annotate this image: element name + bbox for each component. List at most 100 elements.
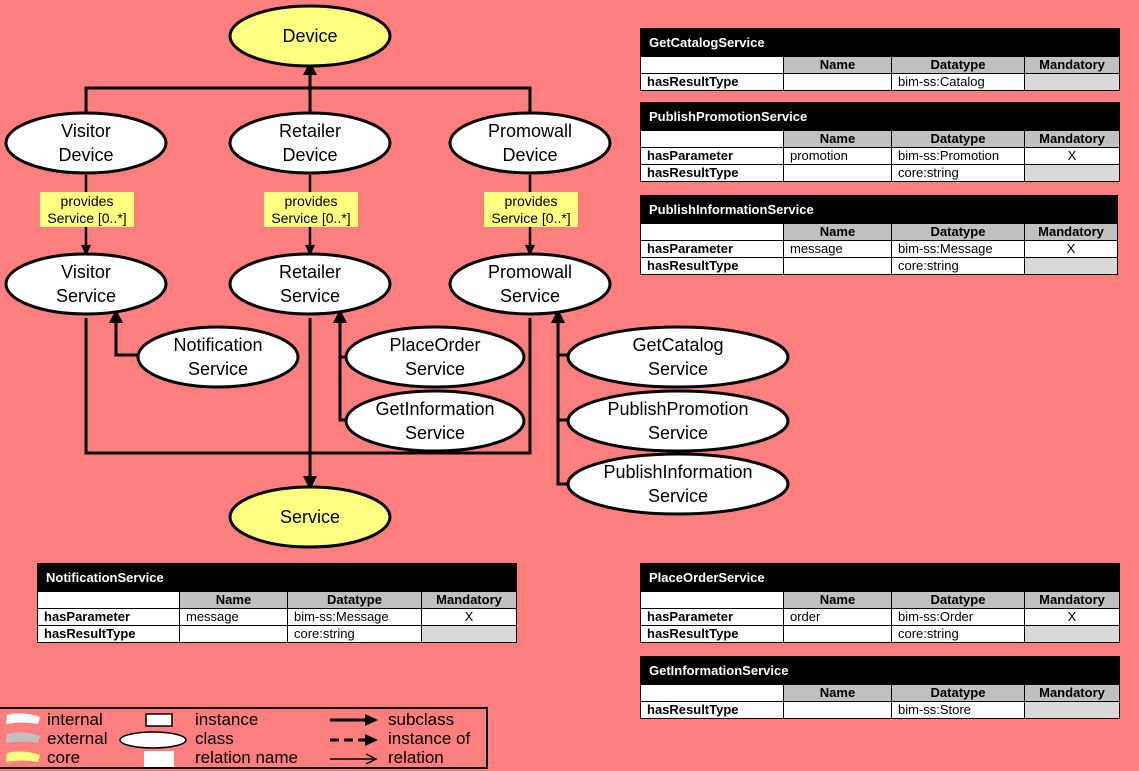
relation-label-line2: Service [0..*] <box>491 210 570 226</box>
cell-property: hasResultType <box>640 625 784 643</box>
cell-property: hasParameter <box>640 608 784 626</box>
node-label-line1: Retailer <box>279 121 341 141</box>
header-blank <box>640 684 784 702</box>
node-label-line2: Service <box>648 359 708 379</box>
header-datatype: Datatype <box>891 223 1025 241</box>
cell-name: message <box>179 608 288 626</box>
relation-label-line1: provides <box>61 193 114 209</box>
header-datatype: Datatype <box>891 130 1025 148</box>
cell-name <box>783 701 892 719</box>
table-title: PublishInformationService <box>639 195 1119 224</box>
node-label-line2: Service <box>648 423 708 443</box>
legend-internal-swatch <box>6 713 40 724</box>
cell-mandatory: X <box>1023 240 1119 258</box>
legend-relation-arrowhead <box>365 753 378 765</box>
node-label-line1: Visitor <box>61 121 111 141</box>
legend-core-swatch <box>6 751 40 762</box>
cell-name: promotion <box>783 147 892 165</box>
node-retailer-service[interactable]: Retailer Service <box>228 252 392 316</box>
cell-mandatory <box>1023 73 1121 91</box>
header-mandatory: Mandatory <box>1023 591 1121 609</box>
table-getcatalog-service: GetCatalogService Name Datatype Mandator… <box>639 28 1121 91</box>
cell-mandatory <box>1023 625 1121 643</box>
cell-datatype: core:string <box>891 257 1025 275</box>
node-label-line1: PublishPromotion <box>607 399 748 419</box>
cell-mandatory: X <box>1023 147 1121 165</box>
node-placeorder-service[interactable]: PlaceOrder Service <box>344 325 526 389</box>
table-title: GetInformationService <box>640 656 1120 685</box>
node-promowall-service[interactable]: Promowall Service <box>448 252 612 316</box>
legend-relation-name-swatch <box>144 751 174 767</box>
table-row: hasParameter order bim-ss:Order X <box>640 608 1121 626</box>
cell-property: hasParameter <box>37 608 180 626</box>
header-datatype: Datatype <box>287 591 422 609</box>
node-label-line2: Service <box>405 359 465 379</box>
header-blank <box>640 223 784 241</box>
cell-property: hasResultType <box>37 625 180 643</box>
header-name: Name <box>783 591 892 609</box>
legend-instance-of-label: instance of <box>388 729 471 748</box>
table-getinformation-service: GetInformationService Name Datatype Mand… <box>640 656 1120 719</box>
node-visitor-service[interactable]: Visitor Service <box>4 252 168 316</box>
node-label-line1: Promowall <box>488 121 572 141</box>
header-blank <box>640 591 784 609</box>
node-label-line2: Device <box>502 145 557 165</box>
relation-label-line1: provides <box>505 193 558 209</box>
relation-label-line1: provides <box>285 193 338 209</box>
cell-datatype: bim-ss:Message <box>891 240 1025 258</box>
table-title: GetCatalogService <box>639 28 1121 57</box>
cell-property: hasParameter <box>640 147 784 165</box>
header-datatype: Datatype <box>891 684 1025 702</box>
node-label: Service <box>280 507 340 527</box>
header-mandatory: Mandatory <box>1024 684 1120 702</box>
cell-name: message <box>783 240 892 258</box>
cell-datatype: core:string <box>891 625 1025 643</box>
cell-property: hasResultType <box>640 73 784 91</box>
legend-internal-label: internal <box>47 710 103 729</box>
node-getinformation-service[interactable]: GetInformation Service <box>344 389 526 453</box>
node-retailer-device[interactable]: Retailer Device <box>228 111 392 175</box>
header-mandatory: Mandatory <box>1023 130 1121 148</box>
table-row: hasParameter message bim-ss:Message X <box>37 608 518 626</box>
table-notification-service: NotificationService Name Datatype Mandat… <box>36 563 518 643</box>
node-label-line1: Promowall <box>488 262 572 282</box>
table-title: NotificationService <box>36 563 518 592</box>
node-visitor-device[interactable]: Visitor Device <box>4 111 168 175</box>
node-device[interactable]: Device <box>228 4 392 68</box>
legend-external-swatch <box>6 732 40 743</box>
legend-instance-swatch <box>145 713 173 727</box>
node-publishpromotion-service[interactable]: PublishPromotion Service <box>566 389 790 453</box>
table-row: hasResultType bim-ss:Store <box>640 701 1120 719</box>
service-subclass-edges <box>84 318 532 490</box>
table-publishpromotion-service: PublishPromotionService Name Datatype Ma… <box>639 102 1121 182</box>
legend-relation-label: relation <box>388 748 444 767</box>
node-label-line1: PublishInformation <box>603 462 752 482</box>
cell-mandatory <box>1024 701 1120 719</box>
relation-label-promowall: provides Service [0..*] <box>484 192 578 227</box>
legend-class-label: class <box>195 729 234 748</box>
node-getcatalog-service[interactable]: GetCatalog Service <box>566 325 790 389</box>
node-service[interactable]: Service <box>228 485 392 549</box>
table-row: hasResultType core:string <box>640 164 1121 182</box>
cell-name <box>783 257 892 275</box>
header-name: Name <box>783 130 892 148</box>
cell-mandatory <box>1023 164 1121 182</box>
cell-name <box>783 73 892 91</box>
cell-mandatory: X <box>420 608 518 626</box>
cell-mandatory: X <box>1023 608 1121 626</box>
node-notification-service[interactable]: Notification Service <box>136 325 300 389</box>
cell-property: hasResultType <box>640 164 784 182</box>
header-blank <box>37 591 180 609</box>
cell-datatype: bim-ss:Message <box>287 608 422 626</box>
cell-property: hasResultType <box>640 257 784 275</box>
node-label-line1: Visitor <box>61 262 111 282</box>
cell-datatype: core:string <box>891 164 1025 182</box>
node-label-line1: Notification <box>173 335 262 355</box>
node-promowall-device[interactable]: Promowall Device <box>448 111 612 175</box>
header-name: Name <box>783 223 892 241</box>
relation-label-retailer: provides Service [0..*] <box>264 192 358 227</box>
node-publishinformation-service[interactable]: PublishInformation Service <box>566 452 790 516</box>
table-row: hasResultType core:string <box>640 257 1119 275</box>
cell-name <box>783 164 892 182</box>
